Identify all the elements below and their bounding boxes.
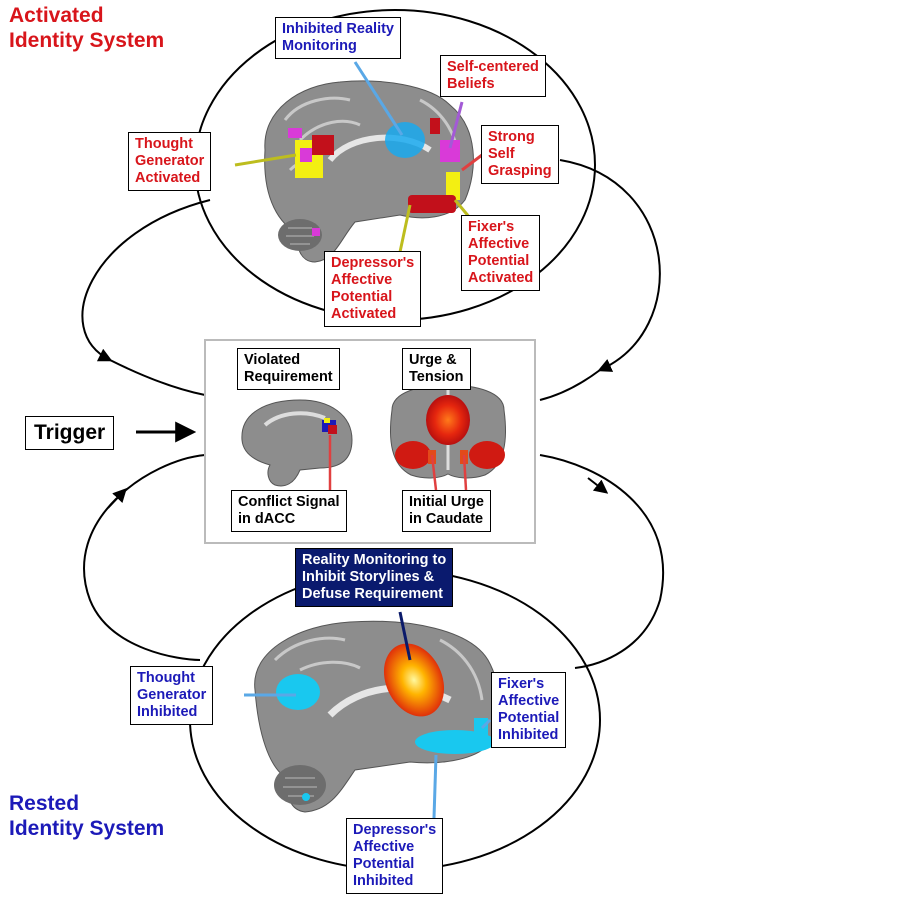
label-fixer-inhibited: Fixer's Affective Potential Inhibited	[491, 672, 567, 748]
label-depressor-inhibited: Depressor's Affective Potential Inhibite…	[346, 818, 444, 894]
top-right-return	[539, 369, 601, 401]
label-thought-generator-inhibited: Thought Generator Inhibited	[130, 666, 214, 725]
top-left-loop	[81, 199, 211, 362]
top-right-loop	[559, 159, 661, 372]
top-left-return	[109, 359, 206, 396]
label-strong-self: Strong Self Grasping	[481, 125, 559, 184]
bottom-right-loop	[539, 454, 665, 669]
bottom-left-loop	[83, 454, 206, 661]
label-conflict-signal: Conflict Signal in dACC	[231, 490, 347, 532]
arrow-bottom-right-head	[587, 477, 609, 494]
arrow-self-centered	[448, 101, 464, 149]
label-self-centered: Self-centered Beliefs	[440, 55, 546, 97]
label-initial-urge: Initial Urge in Caudate	[402, 490, 491, 532]
arrow-urge-left	[430, 454, 438, 491]
arrow-strong-self	[461, 153, 483, 172]
arrow-depressor	[398, 204, 412, 253]
bottom-brain-sagittal-icon	[254, 620, 500, 813]
arrow-bottom-fixer	[480, 718, 492, 730]
rested-system-title: Rested Identity System	[9, 792, 165, 840]
arrow-bottom-left-head	[107, 487, 127, 509]
activated-system-title: Activated Identity System	[9, 4, 165, 52]
label-reality-monitoring: Reality Monitoring to Inhibit Storylines…	[295, 548, 454, 607]
arrow-inhibited-reality	[353, 61, 404, 136]
arrow-urge-right	[462, 454, 468, 491]
top-brain-sagittal-icon	[264, 80, 474, 263]
label-depressor-activated: Depressor's Affective Potential Activate…	[324, 251, 422, 327]
middle-brain-sagittal-icon	[241, 399, 353, 487]
label-inhibited-reality: Inhibited Reality Monitoring	[275, 17, 401, 59]
trigger-label: Trigger	[25, 416, 115, 450]
label-thought-generator: Thought Generator Activated	[128, 132, 212, 191]
label-urge-tension: Urge & Tension	[402, 348, 471, 390]
label-violated-requirement: Violated Requirement	[237, 348, 340, 390]
label-fixer-activated: Fixer's Affective Potential Activated	[461, 215, 541, 291]
arrow-bottom-depressor	[432, 754, 438, 819]
middle-brain-coronal-icon	[389, 384, 507, 479]
arrow-thought-generator	[234, 153, 297, 167]
arrow-reality-monitoring	[398, 611, 412, 661]
